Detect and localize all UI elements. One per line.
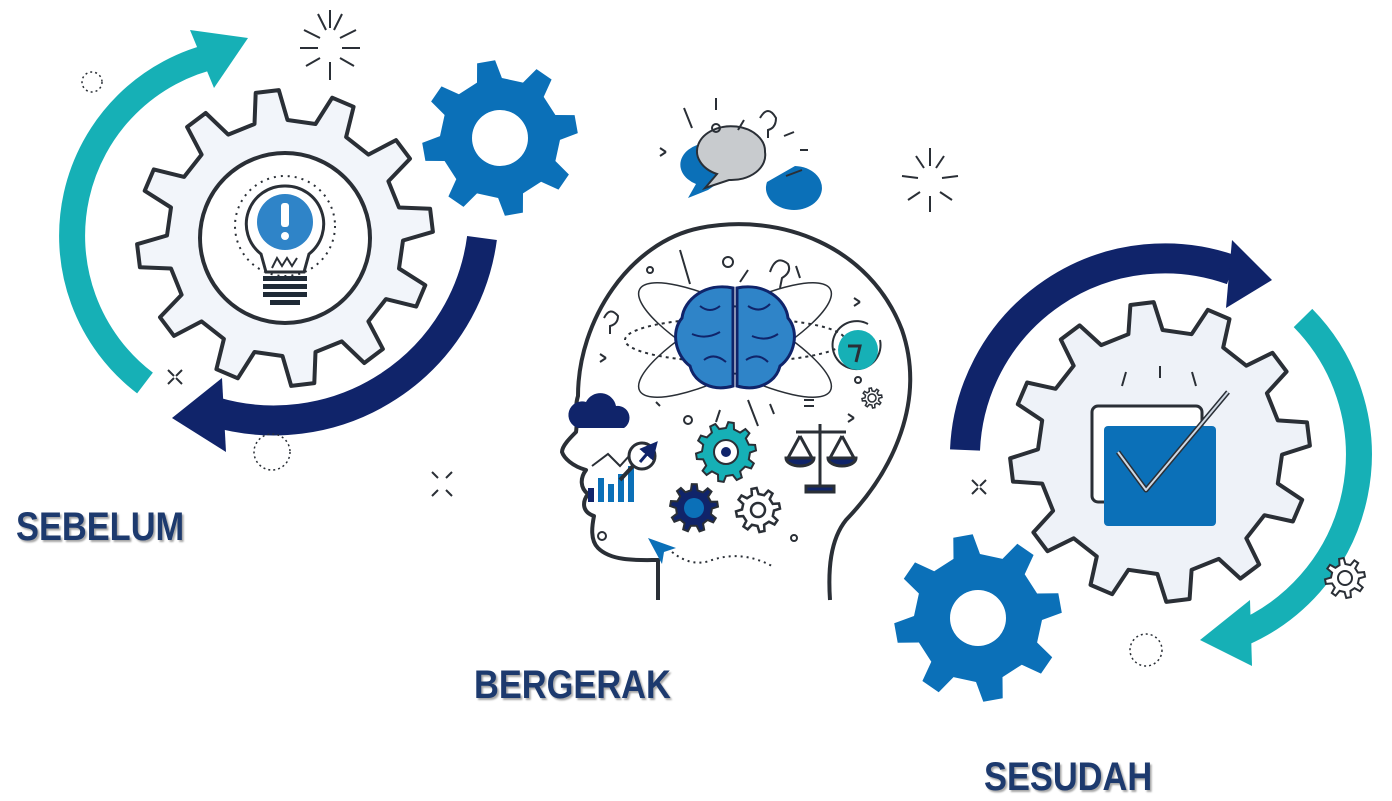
- sparkle-center: [901, 148, 959, 212]
- small-gears-in-head: [668, 387, 883, 534]
- cloud-icon: [568, 393, 630, 428]
- sparkle-after-small: [971, 479, 987, 495]
- checkbox-check-icon: [1090, 366, 1230, 526]
- tiny-gear-after: [1323, 556, 1367, 600]
- magnifier-icon: [618, 441, 658, 482]
- small-gear-before: [422, 60, 578, 216]
- head-doodles: [597, 249, 862, 542]
- lightbulb-icon: [234, 175, 336, 305]
- speech-bubble-icon: [680, 125, 822, 210]
- stage-label-after: SESUDAH: [984, 755, 1153, 799]
- scale-icon: [784, 424, 858, 494]
- stage-label-moving: BERGERAK: [474, 663, 671, 707]
- sparkle-before-small: [167, 369, 453, 497]
- dotted-circle-before: [81, 71, 103, 93]
- small-gear-after: [894, 534, 1062, 702]
- stage-label-before: SEBELUM: [16, 505, 185, 549]
- thought-sparks: [659, 98, 808, 177]
- dotted-circle-before-2: [253, 433, 291, 471]
- after-cycle-arrows: [950, 240, 1372, 666]
- before-cycle-arrows: [59, 30, 497, 452]
- sparkle-before-top: [300, 10, 360, 80]
- cursor-arrow-icon: [648, 538, 773, 567]
- dotted-circle-after: [1129, 633, 1163, 667]
- clock-icon: [831, 320, 882, 371]
